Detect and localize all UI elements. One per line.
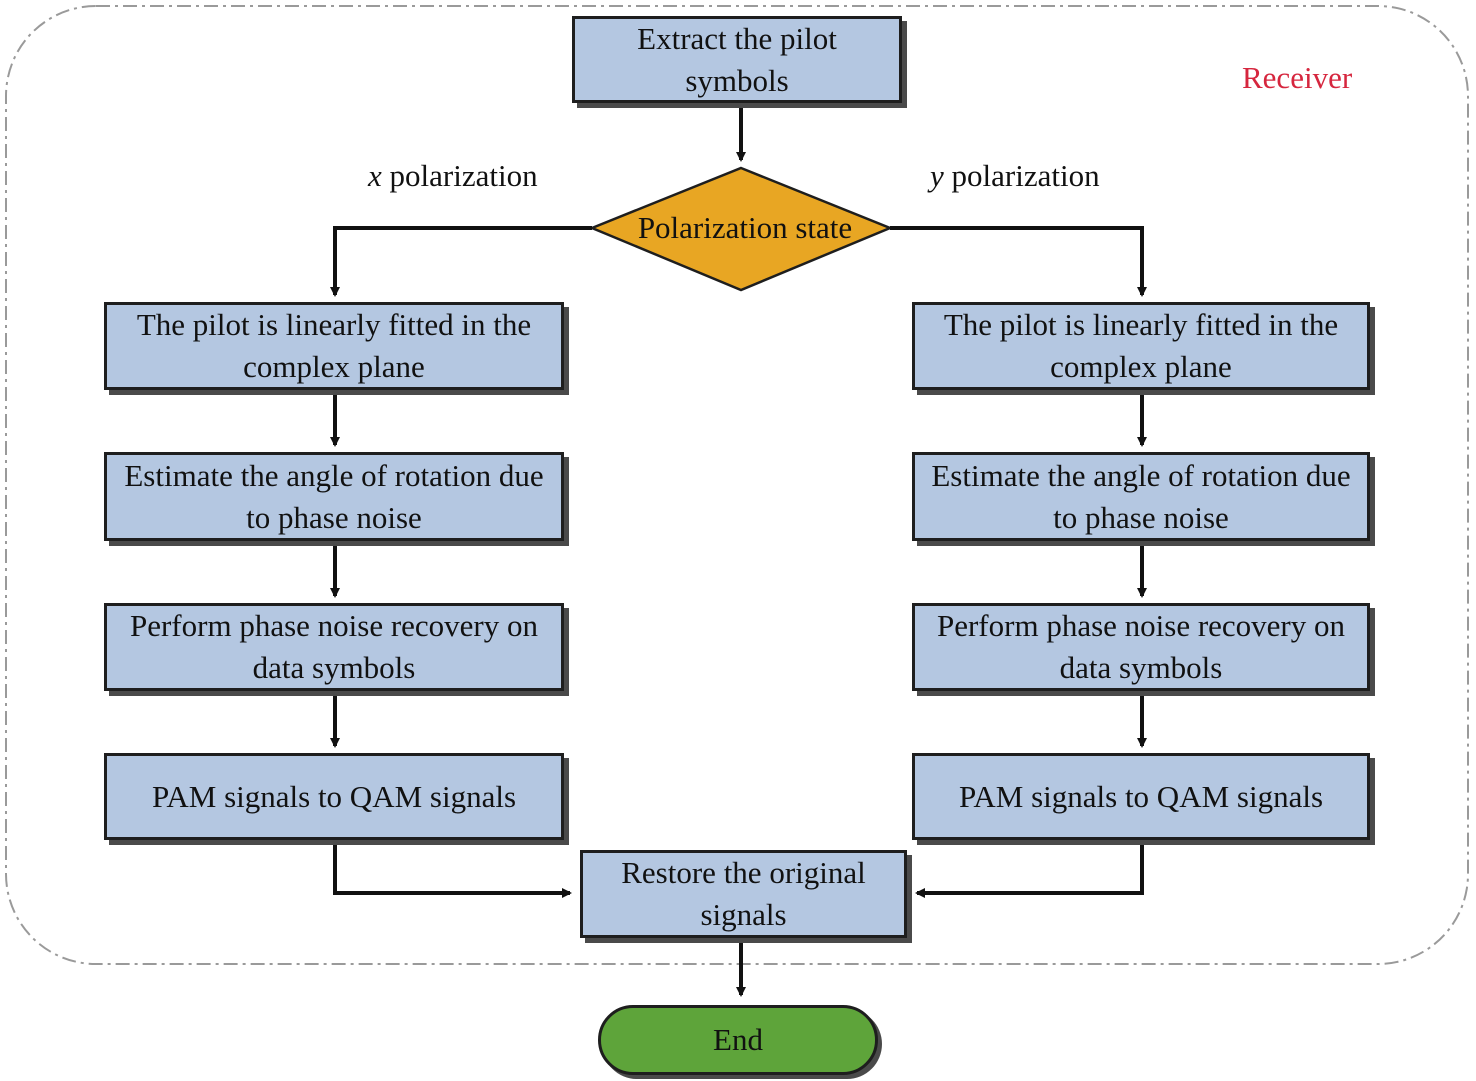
y-step-1: The pilot is linearly fitted in the comp… bbox=[912, 302, 1370, 390]
arrow-x-to-merge bbox=[333, 840, 572, 898]
receiver-label: Receiver bbox=[1242, 60, 1353, 95]
restore-signals-box: Restore the original signals bbox=[580, 850, 907, 938]
y-step-3: Perform phase noise recovery on data sym… bbox=[912, 603, 1370, 691]
y-polarization-label: y polarization bbox=[930, 158, 1100, 194]
end-terminal: End bbox=[598, 1005, 878, 1075]
x-step-1: The pilot is linearly fitted in the comp… bbox=[104, 302, 564, 390]
decision-label: Polarization state bbox=[637, 210, 853, 245]
x-step-4: PAM signals to QAM signals bbox=[104, 753, 564, 840]
extract-pilot-box: Extract the pilot symbols bbox=[572, 16, 902, 103]
x-word: polarization bbox=[389, 158, 538, 193]
y-var: y bbox=[930, 158, 944, 193]
x-var: x bbox=[368, 158, 382, 193]
arrow-y-to-merge bbox=[915, 840, 1144, 898]
y-step-2: Estimate the angle of rotation due to ph… bbox=[912, 452, 1370, 541]
x-step-2: Estimate the angle of rotation due to ph… bbox=[104, 452, 564, 541]
receiver-boundary bbox=[5, 5, 1469, 965]
x-polarization-label: x polarization bbox=[368, 158, 538, 194]
polarization-decision bbox=[588, 166, 894, 292]
x-step-3: Perform phase noise recovery on data sym… bbox=[104, 603, 564, 691]
arrow-decision-to-x bbox=[330, 226, 592, 297]
y-step-4: PAM signals to QAM signals bbox=[912, 753, 1370, 840]
y-word: polarization bbox=[951, 158, 1100, 193]
arrow-decision-to-y bbox=[890, 226, 1147, 297]
